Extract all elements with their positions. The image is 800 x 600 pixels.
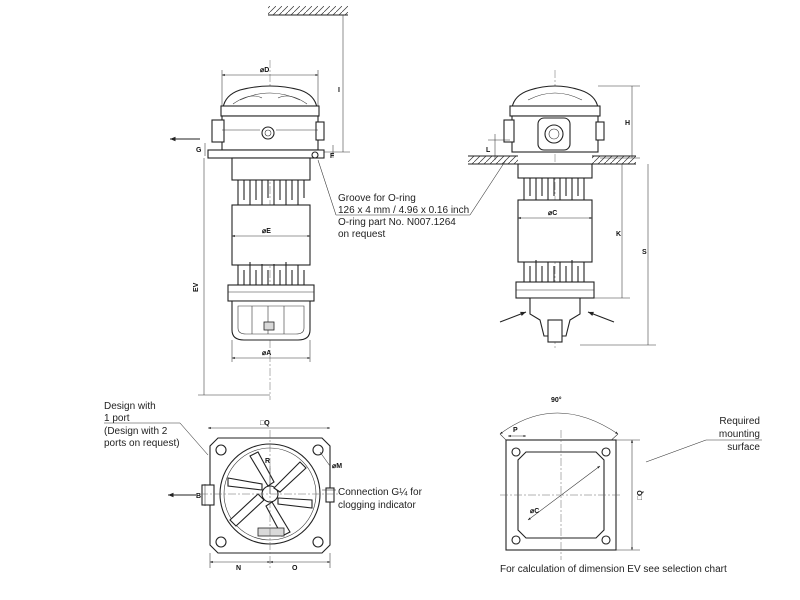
- mounting-angle-label: 90°: [551, 396, 562, 404]
- installed-element: [517, 199, 593, 263]
- filter-cover: [222, 85, 318, 109]
- surface-note-line2: mounting: [719, 429, 760, 440]
- filter-head: [221, 115, 319, 151]
- dim-k-label: K: [616, 231, 621, 238]
- top-dim-n-label: N: [236, 565, 241, 572]
- top-dim-o-label: O: [292, 565, 298, 572]
- dim-g-label: G: [196, 147, 202, 154]
- cover-spokes: [227, 451, 313, 537]
- installed-ribs-lower: [523, 260, 585, 282]
- top-dim-b-label: B: [196, 493, 201, 500]
- dim-c-label: ⌀C: [548, 210, 557, 217]
- element-ribs-lower: [237, 262, 305, 285]
- top-view: Design with 1 port (Design with 2 ports …: [104, 401, 423, 572]
- surface-note-line3: surface: [727, 442, 760, 453]
- mounting-view: 90° P ⌀C □Q Required mounting surface: [499, 396, 762, 560]
- dim-h-label: H: [625, 120, 630, 127]
- dim-s-label: S: [642, 249, 647, 256]
- design-note: Design with 1 port (Design with 2 ports …: [104, 401, 180, 449]
- design-note-line4: ports on request): [104, 438, 180, 449]
- surface-note: Required mounting surface: [719, 416, 761, 453]
- filter-bottom-cage: [231, 300, 311, 341]
- mounting-plate-left: [468, 156, 518, 164]
- mounting-dim-c-label: ⌀C: [530, 508, 539, 515]
- groove-note-line4: on request: [338, 229, 385, 240]
- dim-l-label: L: [486, 147, 491, 154]
- dim-e-label: ⌀E: [262, 228, 271, 235]
- dim-a-label: ⌀A: [262, 350, 271, 357]
- side-view: I ⌀D G F: [170, 6, 350, 400]
- surface-note-line1: Required: [719, 416, 760, 427]
- angle-arc: [499, 412, 619, 435]
- dim-f-label: F: [330, 153, 335, 160]
- groove-note: Groove for O-ring 126 x 4 mm / 4.96 x 0.…: [338, 193, 469, 240]
- dim-d-label: ⌀D: [260, 67, 269, 74]
- design-note-line1: Design with: [104, 401, 156, 412]
- top-dim-r-label: R: [265, 458, 270, 465]
- connection-note-line2: clogging indicator: [338, 500, 416, 511]
- filter-element: [231, 204, 311, 266]
- footnote: For calculation of dimension EV see sele…: [500, 564, 727, 575]
- dim-i-label: I: [338, 87, 340, 94]
- mounting-dim-p-label: P: [513, 427, 518, 434]
- groove-note-line1: Groove for O-ring: [338, 193, 416, 204]
- groove-note-line2: 126 x 4 mm / 4.96 x 0.16 inch: [338, 205, 469, 216]
- installed-ribs-upper: [523, 178, 585, 202]
- groove-note-line3: O-ring part No. N007.1264: [338, 217, 456, 228]
- top-dim-q-label: □Q: [260, 420, 270, 427]
- connection-note-line1: Connection G¼ for: [338, 486, 423, 498]
- ceiling-hatch: [268, 6, 348, 15]
- installed-view: H L ⌀C: [468, 70, 656, 350]
- connection-note: Connection G¼ for clogging indicator: [338, 486, 423, 511]
- top-dim-m-label: ⌀M: [332, 463, 342, 470]
- dim-ev-label: EV: [193, 282, 200, 292]
- mounting-dim-q-label: □Q: [637, 490, 644, 500]
- installed-bottom-valve: [529, 297, 581, 337]
- element-ribs-upper: [237, 180, 305, 208]
- mounting-flange: [207, 149, 325, 159]
- mounting-plate-right: [592, 156, 636, 164]
- design-note-line3: (Design with 2: [104, 426, 168, 437]
- design-note-line2: 1 port: [104, 413, 130, 424]
- installed-cover: [511, 85, 599, 109]
